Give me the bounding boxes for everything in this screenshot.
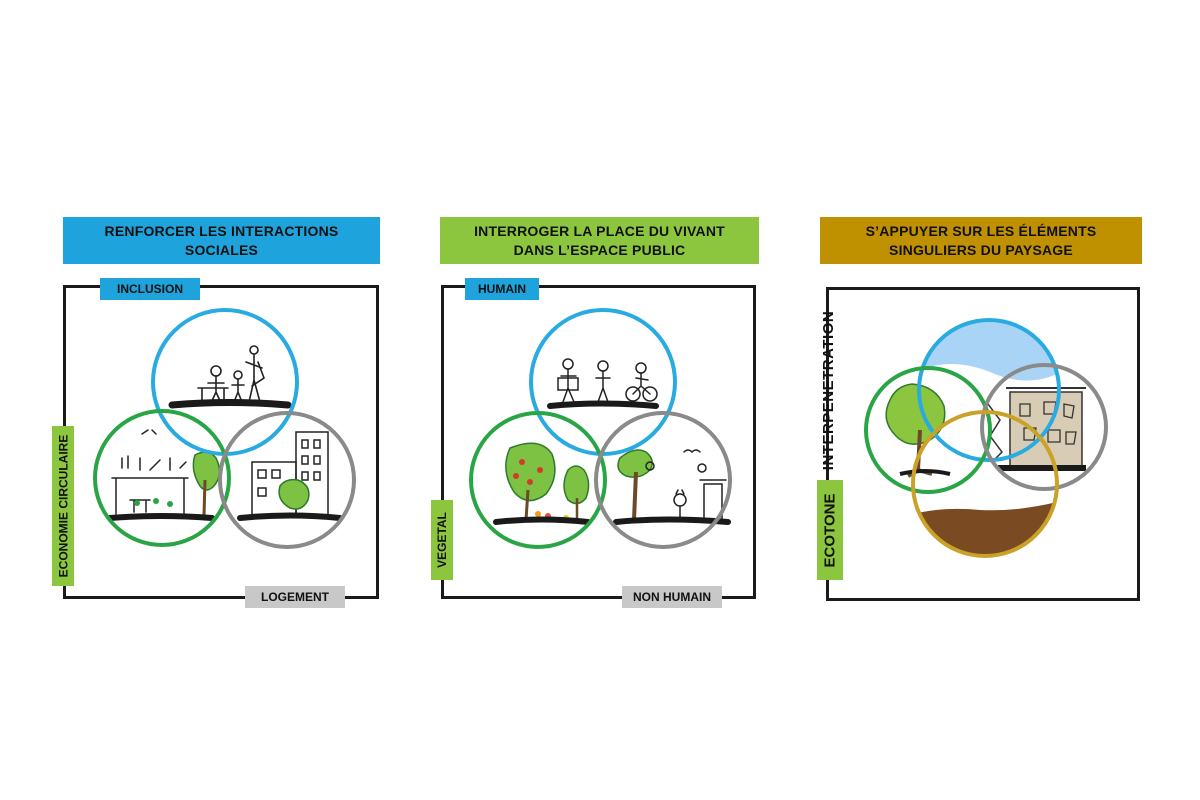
label-left: ECONOMIE CIRCULAIRE [52,426,74,586]
walking-people-sketch [557,358,658,403]
label-bottom: LOGEMENT [245,586,345,608]
label-interpenetration: INTERPENETRATION [820,310,838,470]
panel-title-text: S’APPUYER SUR LES ÉLÉMENTS SINGULIERS DU… [865,222,1097,258]
panel-title-text: RENFORCER LES INTERACTIONS SOCIALES [104,222,339,258]
diagram-frame [826,287,1140,601]
circle-housing [218,411,356,549]
circle-soil [911,410,1059,558]
circle-built [980,363,1108,491]
ground-line [107,513,215,521]
panel-title-text: INTERROGER LA PLACE DU VIVANT DANS L’ESP… [474,222,725,258]
panel-title: S’APPUYER SUR LES ÉLÉMENTS SINGULIERS DU… [820,217,1142,264]
circle-circular-economy [93,409,231,547]
circle-vegetal [469,411,607,549]
small-plants [134,498,173,507]
ground-line [493,516,591,525]
animals-birdhouse-sketch [617,449,727,521]
circle-vegetation [864,366,992,494]
ground-line [237,512,343,521]
tree-trunk [202,479,207,517]
soil-sketch [913,500,1057,556]
panel-title: RENFORCER LES INTERACTIONS SOCIALES [63,217,380,264]
market-stall-sketch [111,429,189,515]
tree-foliage-icon [278,478,310,510]
label-ecotone: ECOTONE [817,480,843,580]
panel-title: INTERROGER LA PLACE DU VIVANT DANS L’ESP… [440,217,759,264]
label-top: INCLUSION [100,278,200,300]
ground-line [547,400,659,409]
stone-building-sketch [987,387,1086,471]
label-left: VEGETAL [431,500,453,580]
fruit-trees-sketch [505,442,590,521]
label-bottom: NON HUMAIN [622,586,722,608]
circle-non-human [594,411,732,549]
circle-water [917,318,1061,462]
label-top: HUMAIN [465,278,539,300]
diagram-frame [441,285,756,599]
ground-line [168,399,292,409]
